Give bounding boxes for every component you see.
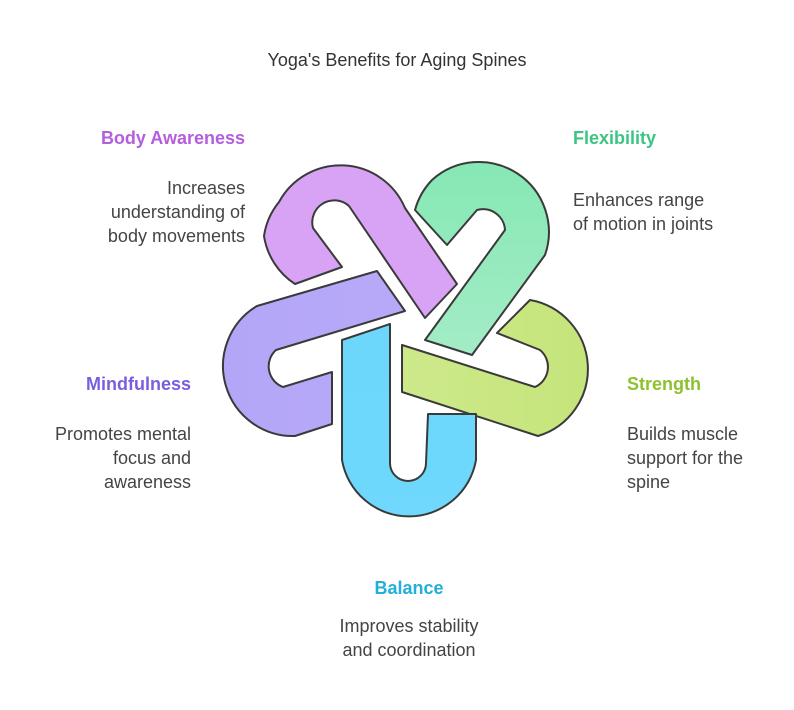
- strength-description: Builds muscle support for the spine: [627, 422, 787, 494]
- body-awareness-label: Body Awareness: [100, 128, 245, 148]
- balance-line-2: and coordination: [342, 640, 476, 660]
- mindfulness-shape: [222, 270, 406, 438]
- strength-line-3: spine: [627, 472, 671, 492]
- strength-line-2: support for the: [627, 448, 744, 468]
- flexibility-shape: [414, 161, 550, 356]
- strength-label: Strength: [627, 374, 701, 394]
- body-awareness-shape: [263, 164, 458, 319]
- mindfulness-line-2: focus and: [112, 448, 191, 468]
- strength-line-1: Builds muscle: [627, 424, 739, 444]
- balance-label: Balance: [374, 578, 444, 598]
- balance-shape: [341, 323, 477, 518]
- body-awareness-line-3: body movements: [107, 226, 245, 246]
- flexibility-description: Enhances range of motion in joints: [573, 188, 783, 236]
- mindfulness-line-3: awareness: [103, 472, 191, 492]
- flexibility-line-1: Enhances range: [573, 190, 705, 210]
- body-awareness-line-1: Increases: [166, 178, 245, 198]
- mindfulness-line-1: Promotes mental: [54, 424, 191, 444]
- mindfulness-description: Promotes mental focus and awareness: [10, 422, 191, 494]
- flexibility-line-2: of motion in joints: [573, 214, 714, 234]
- diagram-title: Yoga's Benefits for Aging Spines: [267, 50, 527, 70]
- flexibility-label: Flexibility: [573, 128, 657, 148]
- body-awareness-description: Increases understanding of body movement…: [40, 176, 245, 248]
- balance-description: Improves stability and coordination: [297, 614, 521, 662]
- mindfulness-label: Mindfulness: [85, 374, 191, 394]
- balance-line-1: Improves stability: [339, 616, 479, 636]
- strength-shape: [401, 299, 589, 437]
- body-awareness-line-2: understanding of: [110, 202, 245, 222]
